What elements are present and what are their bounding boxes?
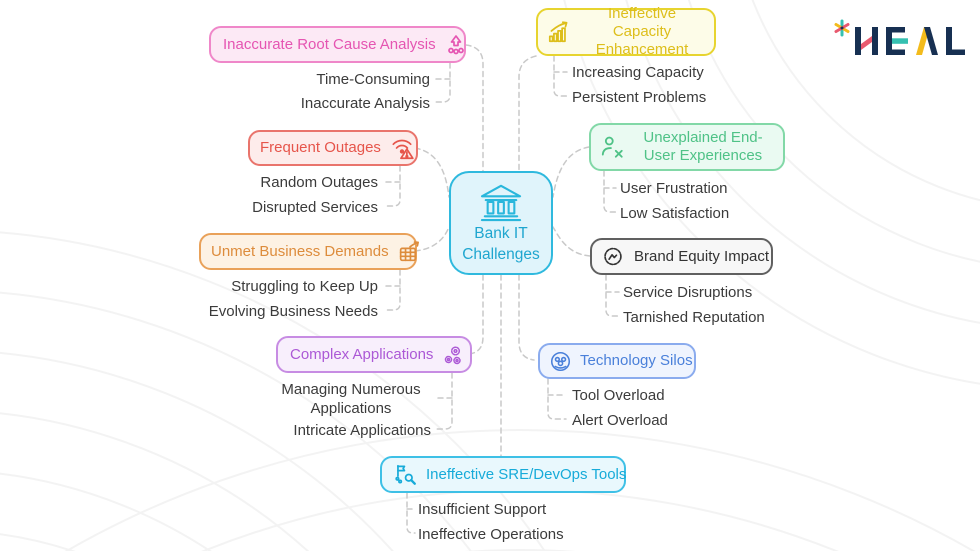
branch-line-root-cause: [465, 44, 484, 172]
node-unexplained-end-user-experiences: Unexplained End-User Experiences: [589, 123, 785, 171]
child-item: Increasing Capacity: [572, 64, 704, 81]
bank-icon: [480, 184, 522, 221]
child-item: Persistent Problems: [572, 89, 707, 106]
node-ineffective-capacity-enhancement: Ineffective Capacity Enhancement: [536, 5, 716, 58]
child-item: Tarnished Reputation: [623, 309, 765, 326]
child-item: Time-Consuming: [316, 71, 430, 88]
child-item: Intricate Applications: [293, 422, 431, 439]
asterisk-star-icon: [834, 19, 850, 37]
community-circle-icon: [550, 351, 571, 371]
node-inaccurate-root-cause-analysis: Inaccurate Root Cause Analysis: [209, 26, 466, 63]
node-label: Brand Equity Impact: [634, 247, 770, 265]
child-item: User Frustration: [620, 180, 728, 197]
child-item: Tool Overload: [572, 387, 665, 404]
child-item: Inaccurate Analysis: [300, 95, 430, 112]
child-item: Insufficient Support: [418, 501, 547, 518]
child-item: Alert Overload: [572, 412, 668, 429]
spreadsheet-arrow-icon: [399, 241, 419, 262]
node-label: Unexplained End-User Experiences: [643, 129, 763, 164]
node-label: Inaccurate Root Cause Analysis: [223, 35, 436, 53]
badge-seal-icon: [604, 247, 622, 266]
child-item: Evolving Business Needs: [208, 303, 378, 320]
center-label-line1: Bank IT: [474, 224, 528, 242]
child-item: Random Outages: [260, 174, 378, 191]
growth-chart-icon: [548, 21, 568, 43]
child-item: Managing Numerous Applications: [281, 381, 421, 417]
node-unmet-business-demands: Unmet Business Demands: [199, 233, 419, 270]
heal-logo: [834, 19, 965, 55]
center-node-bank-it-challenges: Bank IT Challenges: [449, 171, 553, 275]
escalation-hierarchy-icon: [447, 34, 464, 54]
flag-wrench-icon: [395, 464, 416, 485]
branch-line-end-user: [552, 146, 590, 198]
center-label-line2: Challenges: [462, 246, 540, 263]
wifi-warning-icon: [392, 139, 414, 160]
child-item: Struggling to Keep Up: [231, 278, 378, 295]
gears-icon: [445, 345, 462, 364]
child-item: Service Disruptions: [623, 284, 753, 301]
node-technology-silos: Technology Silos: [538, 343, 696, 379]
heal-letters: [855, 27, 965, 55]
child-item: Ineffective Operations: [418, 526, 564, 543]
branch-line-capacity: [518, 55, 537, 172]
node-label: Technology Silos: [580, 352, 693, 369]
node-label: Ineffective SRE/DevOps Tools: [426, 465, 627, 483]
user-x-icon: [601, 136, 623, 158]
branch-line-outages: [414, 147, 450, 198]
node-label: Frequent Outages: [260, 139, 381, 156]
branch-line-brand: [552, 226, 591, 257]
child-item: Low Satisfaction: [620, 205, 730, 222]
node-label: Unmet Business Demands: [211, 242, 389, 260]
node-label: Ineffective Capacity Enhancement: [595, 5, 689, 58]
branch-line-silos: [518, 274, 535, 361]
node-frequent-outages: Frequent Outages: [248, 130, 418, 166]
node-complex-applications: Complex Applications: [276, 336, 472, 373]
node-brand-equity-impact: Brand Equity Impact: [590, 238, 773, 275]
node-ineffective-sre-devops-tools: Ineffective SRE/DevOps Tools: [380, 456, 626, 493]
child-item: Disrupted Services: [252, 199, 378, 216]
node-label: Complex Applications: [290, 345, 434, 363]
